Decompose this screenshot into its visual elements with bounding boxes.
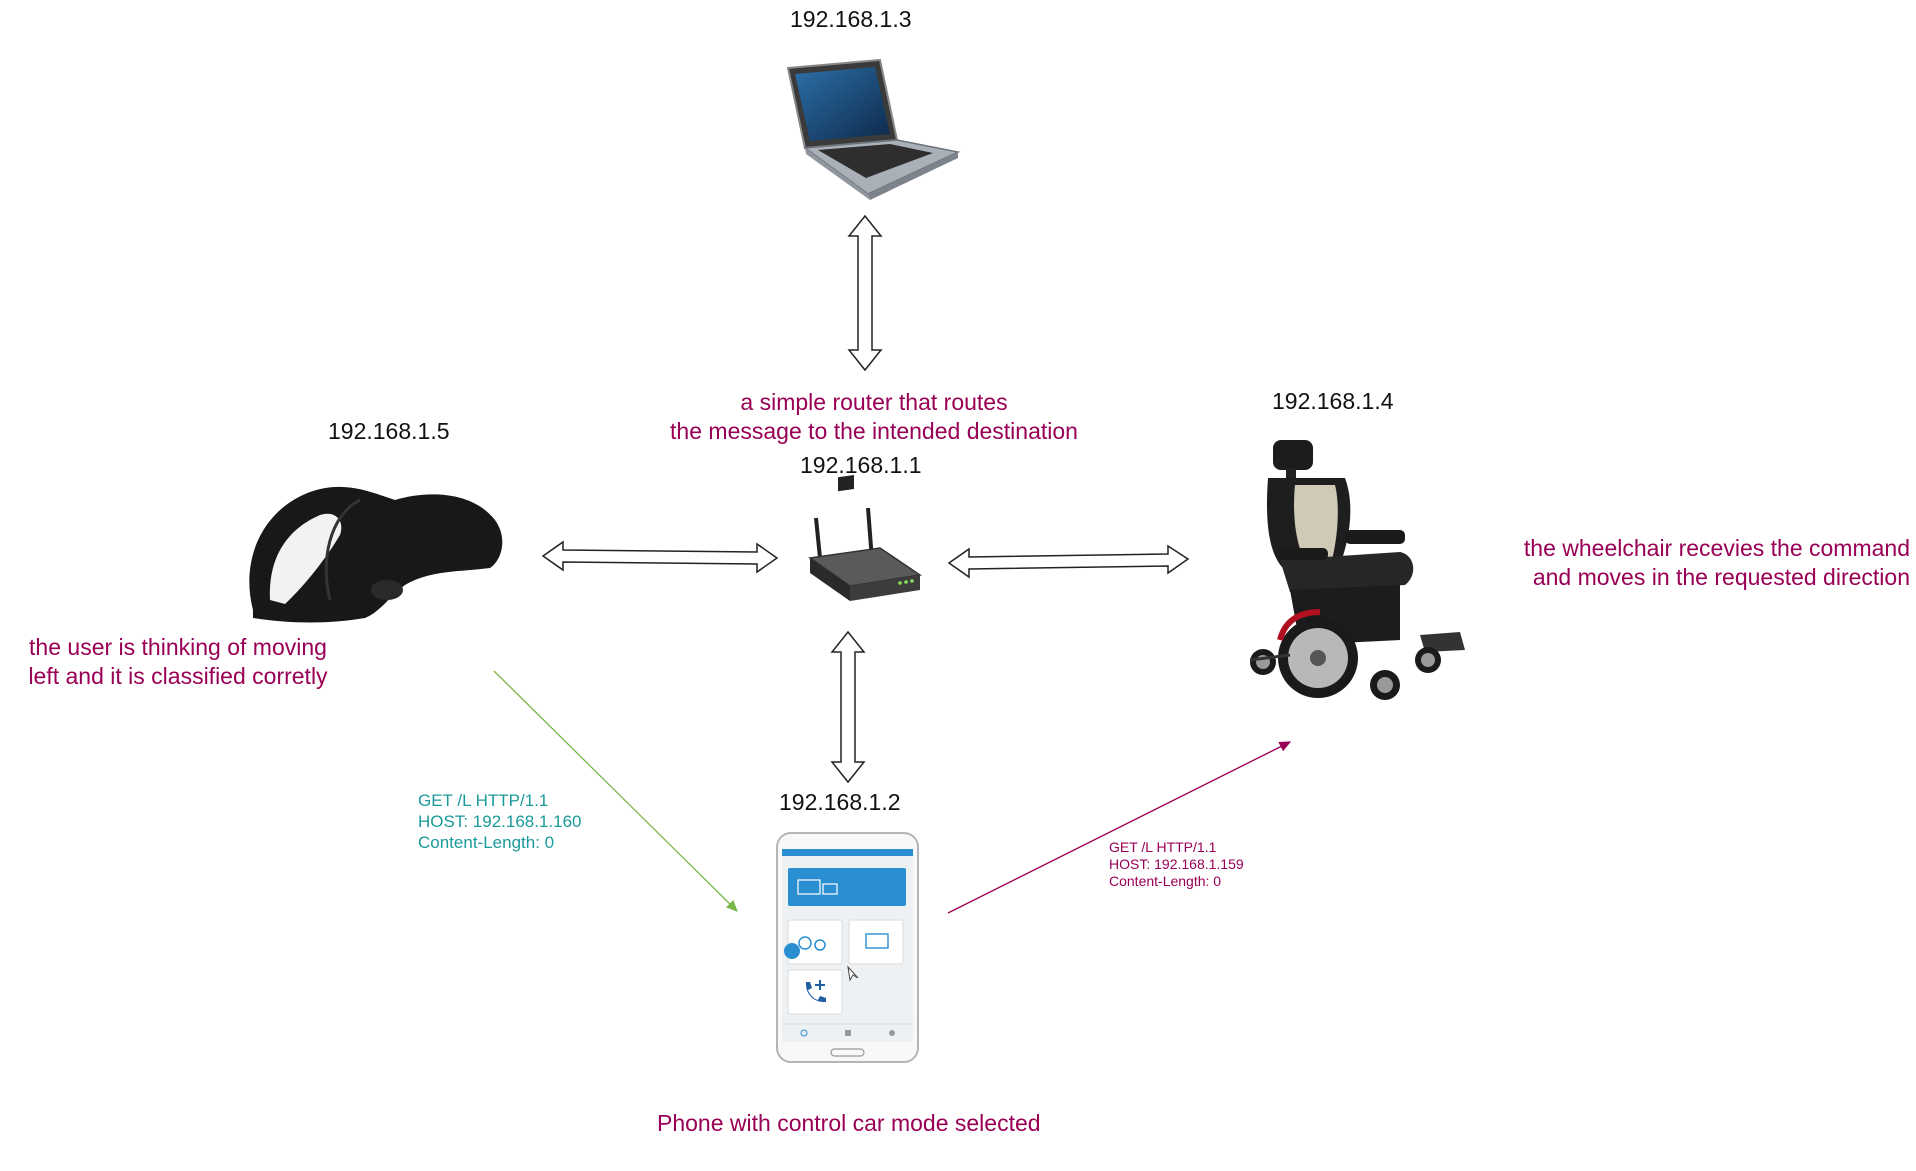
headset-icon — [249, 486, 503, 623]
wheelchair-icon — [1249, 440, 1465, 700]
request-arrow-headset-to-phone — [493, 670, 738, 912]
wheelchair-ip-label: 192.168.1.4 — [1272, 388, 1394, 414]
phone-ip-label: 192.168.1.2 — [779, 789, 901, 815]
phone-icon — [776, 832, 919, 1063]
laptop-ip-label: 192.168.1.3 — [790, 6, 912, 32]
headset-note: the user is thinking of moving left and … — [28, 634, 328, 689]
headset-ip-label: 192.168.1.5 — [328, 418, 450, 444]
router-ip-label: 192.168.1.1 — [800, 452, 922, 478]
double-arrow-headset-router — [541, 540, 779, 574]
laptop-icon — [786, 58, 961, 200]
wheelchair-note: the wheelchair recevies the command and … — [1523, 535, 1910, 590]
router-icon — [808, 474, 922, 601]
double-arrow-router-wheelchair — [947, 544, 1190, 579]
phone-note: Phone with control car mode selected — [657, 1110, 1041, 1136]
router-note: a simple router that routes the message … — [670, 389, 1078, 444]
request-arrow-phone-to-wheelchair — [947, 741, 1292, 914]
double-arrow-laptop-router — [847, 214, 883, 372]
request-to-wheelchair: GET /L HTTP/1.1 HOST: 192.168.1.159 Cont… — [1109, 839, 1244, 889]
double-arrow-router-phone — [830, 630, 866, 784]
request-to-phone: GET /L HTTP/1.1 HOST: 192.168.1.160 Cont… — [418, 791, 582, 852]
